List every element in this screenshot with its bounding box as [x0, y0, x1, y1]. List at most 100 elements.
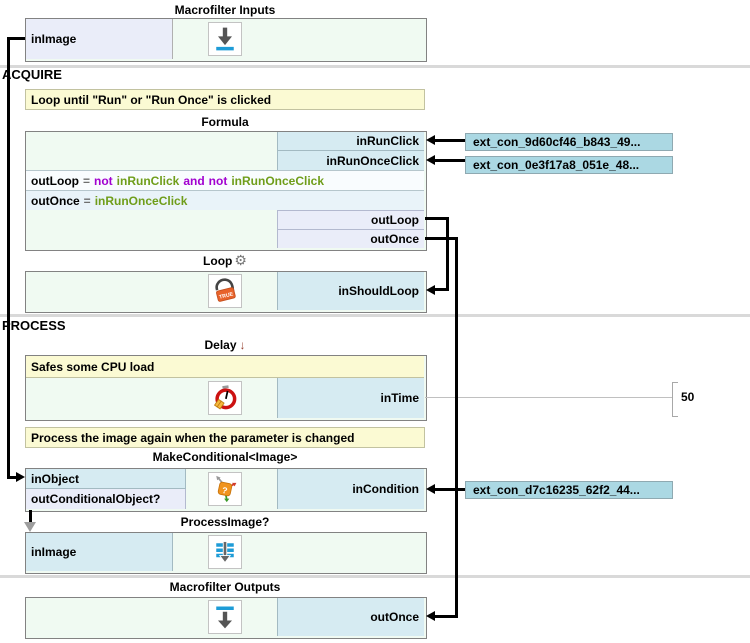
port-label: inRunClick: [356, 134, 419, 148]
section-label-acquire: ACQUIRE: [2, 67, 62, 82]
ext-con-text: ext_con_d7c16235_62f2_44...: [473, 483, 640, 497]
conditional-question-icon: ?: [216, 475, 237, 503]
block-title-macrofilter-inputs: Macrofilter Inputs: [174, 3, 276, 17]
wire-segment: [435, 288, 447, 291]
port-label: outConditionalObject?: [31, 492, 161, 506]
arrowhead: [426, 285, 435, 295]
block-makeconditional[interactable]: inObject outConditionalObject? ? inCondi…: [25, 468, 427, 512]
section-divider: [0, 65, 750, 68]
loop-title-text: Loop: [203, 254, 233, 268]
port-macrofilter-inputs-inimage[interactable]: inImage: [26, 19, 173, 59]
wire-segment: [435, 615, 456, 618]
macrofilter-input-icon[interactable]: [208, 22, 242, 56]
formula-expression-outloop[interactable]: outLoop = not inRunClick and not inRunOn…: [26, 170, 424, 190]
wire-segment: [434, 488, 465, 491]
comment-text: Safes some CPU load: [31, 359, 155, 374]
port-delay-intime[interactable]: inTime: [277, 378, 424, 418]
block-title-macrofilter-outputs: Macrofilter Outputs: [169, 580, 281, 594]
comment-loop-until[interactable]: Loop until "Run" or "Run Once" is clicke…: [25, 89, 425, 110]
section-divider: [0, 314, 750, 317]
svg-text:TRUE: TRUE: [219, 291, 235, 300]
arrowhead: [426, 484, 435, 494]
port-label: outOnce: [370, 232, 419, 246]
section-divider: [0, 575, 750, 578]
expr-identifier: inRunOnceClick: [231, 173, 325, 188]
block-title-makeconditional: MakeConditional<Image>: [152, 450, 298, 464]
delay-filter-icon[interactable]: [208, 381, 242, 415]
arrowhead: [426, 155, 435, 165]
expr-keyword: not: [208, 173, 228, 188]
block-processimage[interactable]: inImage: [25, 532, 427, 574]
loop-true-icon: TRUE: [215, 278, 236, 302]
makeconditional-filter-icon[interactable]: ?: [208, 472, 242, 506]
port-formula-outonce[interactable]: outOnce: [277, 229, 424, 248]
block-title-formula: Formula: [201, 115, 249, 129]
expr-keyword: and: [183, 173, 205, 188]
port-formula-inrunonceclick[interactable]: inRunOnceClick: [277, 151, 424, 170]
port-formula-outloop[interactable]: outLoop: [277, 210, 424, 229]
comment-text: Loop until "Run" or "Run Once" is clicke…: [31, 92, 272, 107]
macrofilter-steps-icon: [216, 541, 234, 564]
block-title-processimage: ProcessImage?: [180, 515, 270, 529]
wire-segment: [434, 139, 465, 142]
section-label-process: PROCESS: [2, 318, 66, 333]
comment-cpu-load[interactable]: Safes some CPU load: [26, 356, 424, 378]
upload-out-arrow-icon: [216, 606, 234, 629]
loop-filter-icon[interactable]: TRUE: [208, 274, 242, 308]
expr-equals: =: [82, 173, 90, 188]
port-loop-inshouldloop[interactable]: inShouldLoop: [277, 272, 424, 310]
block-macrofilter-outputs[interactable]: outOnce: [25, 597, 427, 639]
external-connection-label[interactable]: ext_con_9d60cf46_b843_49...: [465, 133, 673, 151]
port-mc-incondition[interactable]: inCondition: [277, 469, 424, 509]
macrofilter-output-icon[interactable]: [208, 600, 242, 634]
wire-segment: [7, 37, 25, 40]
ext-con-text: ext_con_0e3f17a8_051e_48...: [473, 158, 640, 172]
expr-lhs: outOnce: [31, 193, 80, 208]
port-formula-inrunclick[interactable]: inRunClick: [277, 132, 424, 151]
wire-segment: [7, 37, 10, 479]
property-line: [425, 397, 672, 398]
block-delay[interactable]: Safes some CPU load inTime: [25, 355, 427, 421]
port-macrofilter-outputs-outonce[interactable]: outOnce: [277, 598, 424, 636]
block-macrofilter-inputs[interactable]: inImage: [25, 18, 427, 62]
ext-con-text: ext_con_9d60cf46_b843_49...: [473, 135, 641, 149]
port-label: inImage: [31, 32, 77, 46]
arrowhead: [426, 611, 435, 621]
expr-identifier: inRunClick: [116, 173, 180, 188]
port-label: outLoop: [371, 213, 419, 227]
port-mc-outconditionalobject[interactable]: outConditionalObject?: [26, 489, 186, 509]
expr-identifier: inRunOnceClick: [94, 193, 188, 208]
block-formula[interactable]: inRunClick inRunOnceClick outLoop = not …: [25, 131, 427, 251]
block-loop[interactable]: TRUE inShouldLoop: [25, 271, 427, 313]
port-label: inImage: [31, 545, 77, 559]
stopwatch-icon: [213, 385, 237, 410]
block-title-delay: Delay↓: [25, 338, 425, 352]
arrowhead: [16, 472, 25, 482]
wire-segment: [446, 217, 449, 291]
wire-segment: [425, 217, 449, 220]
comment-process-again[interactable]: Process the image again when the paramet…: [25, 427, 425, 448]
expr-equals: =: [83, 193, 91, 208]
wire-segment: [29, 510, 32, 523]
down-arrow-icon: ↓: [239, 338, 246, 352]
wire-segment: [434, 159, 465, 162]
port-pi-inimage[interactable]: inImage: [26, 533, 173, 571]
formula-expression-outonce[interactable]: outOnce = inRunOnceClick: [26, 190, 424, 210]
port-label: inTime: [380, 391, 419, 405]
expr-keyword: not: [94, 173, 113, 188]
port-label: inShouldLoop: [338, 284, 419, 298]
arrowhead: [426, 135, 435, 145]
intime-value[interactable]: 50: [681, 390, 695, 404]
wire-segment: [425, 237, 458, 240]
port-label: inObject: [31, 471, 80, 486]
gear-icon: ⚙: [234, 252, 247, 268]
port-label: inRunOnceClick: [326, 153, 419, 168]
delay-title-text: Delay: [204, 338, 237, 352]
block-title-loop: Loop⚙: [25, 252, 425, 268]
port-mc-inobject[interactable]: inObject: [26, 469, 186, 489]
external-connection-label[interactable]: ext_con_d7c16235_62f2_44...: [465, 481, 673, 499]
svg-text:?: ?: [221, 485, 228, 496]
processimage-macrofilter-icon[interactable]: [208, 535, 242, 569]
external-connection-label[interactable]: ext_con_0e3f17a8_051e_48...: [465, 156, 673, 174]
